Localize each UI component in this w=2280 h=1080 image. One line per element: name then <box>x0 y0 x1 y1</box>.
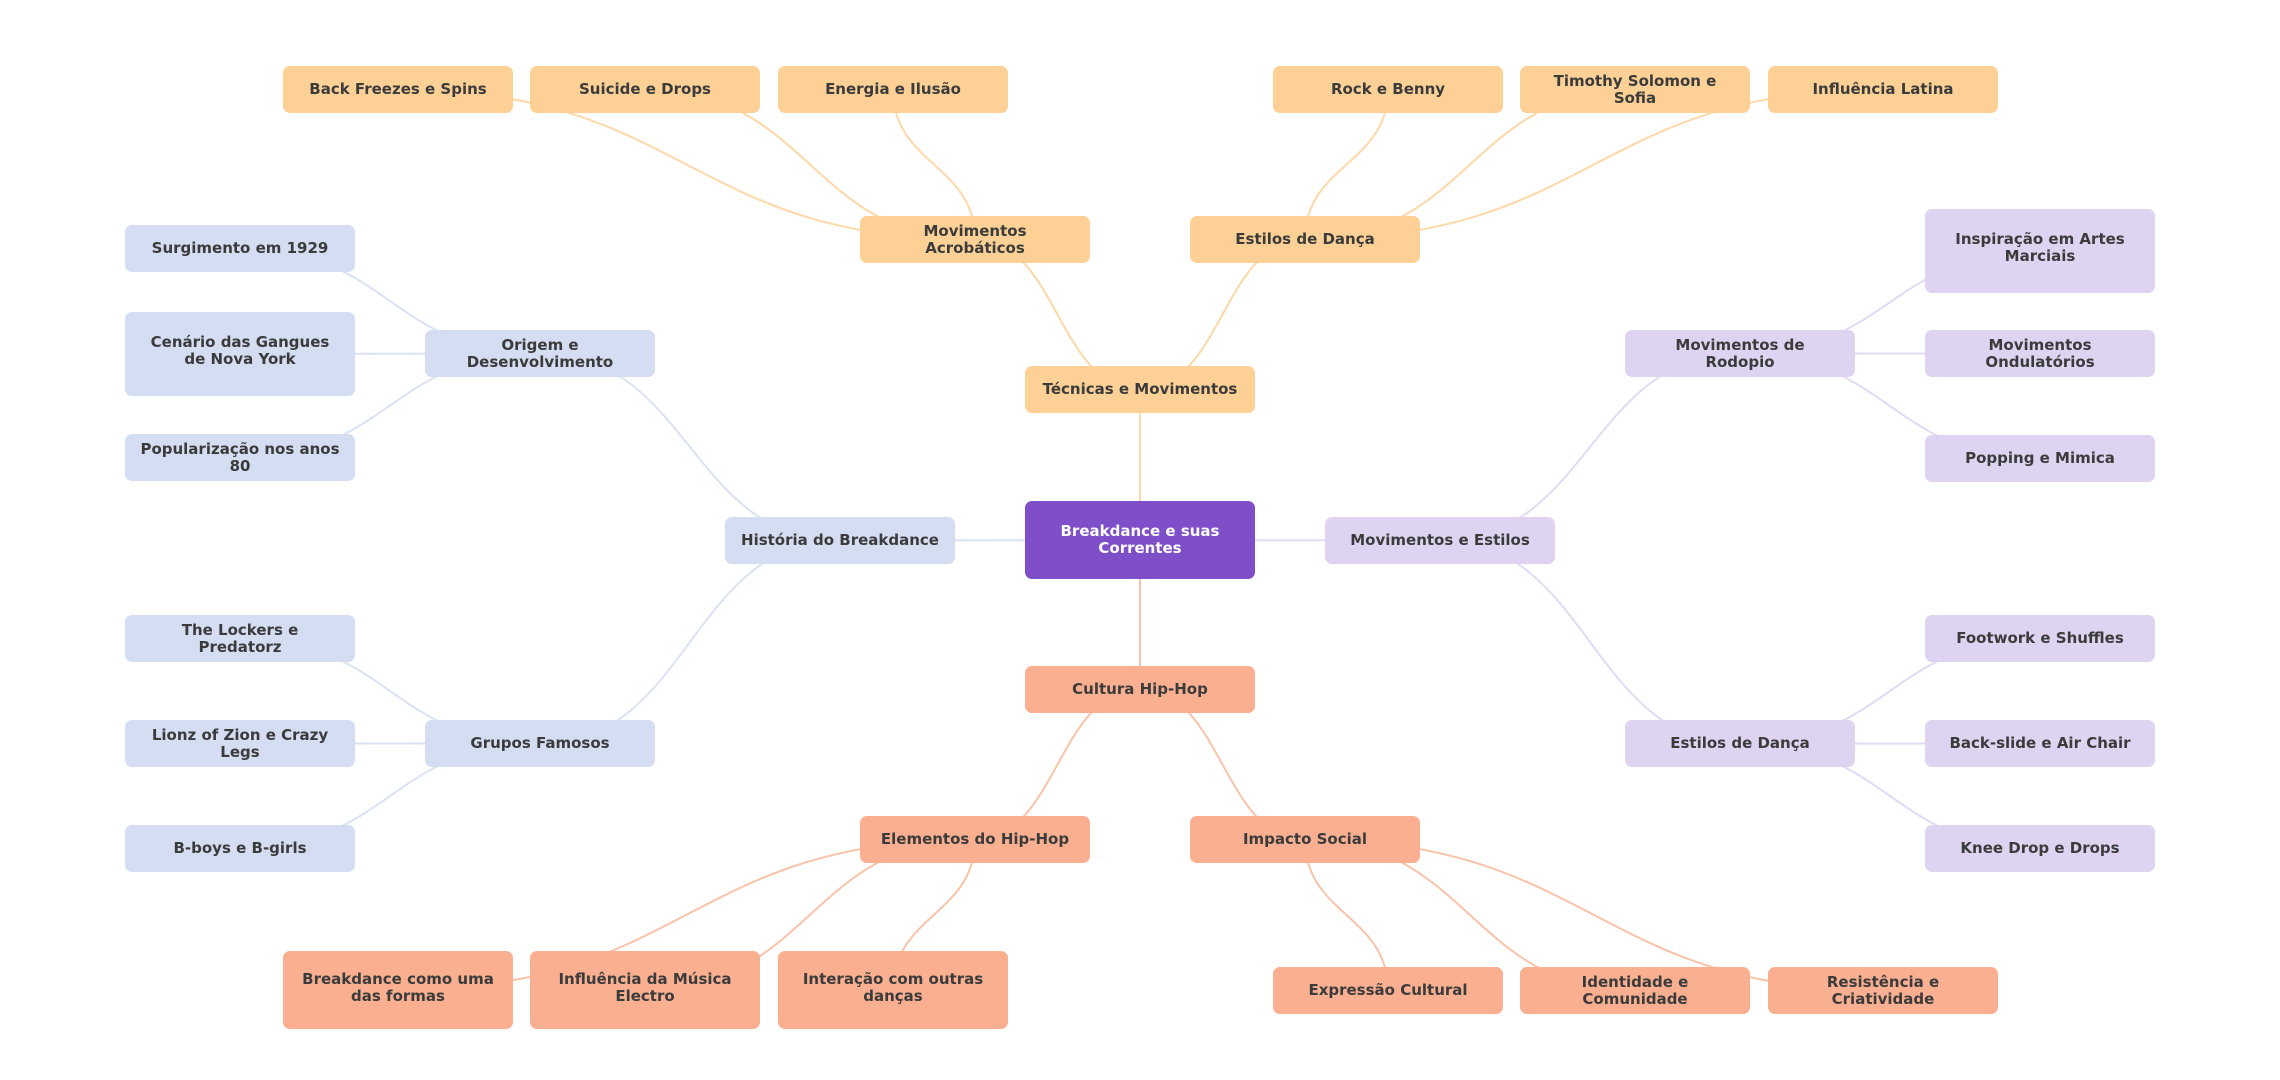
leaf-back-slide-e-air-chair[interactable]: Back-slide e Air Chair <box>1925 720 2155 767</box>
leaf-knee-drop-e-drops[interactable]: Knee Drop e Drops <box>1925 825 2155 872</box>
leaf-label: Breakdance como uma das formas <box>302 970 494 1005</box>
subtopic-grupos-famosos[interactable]: Grupos Famosos <box>425 720 655 767</box>
leaf-label: Cenário das Gangues de Nova York <box>150 333 330 368</box>
leaf-label: Resistência e Criatividade <box>1826 972 1940 1008</box>
leaf-surgimento-em-1929[interactable]: Surgimento em 1929 <box>125 225 355 272</box>
root-node-label: Breakdance e suas Correntes <box>1060 522 1220 557</box>
root-node[interactable]: Breakdance e suas Correntes <box>1025 501 1255 579</box>
leaf-timothy-solomon-e-sofia[interactable]: Timothy Solomon e Sofia <box>1520 66 1750 113</box>
leaf-suicide-e-drops[interactable]: Suicide e Drops <box>530 66 760 113</box>
leaf-label: Popularização nos anos 80 <box>140 439 340 475</box>
subtopic-origem-e-desenvolvimento[interactable]: Origem e Desenvolvimento <box>425 330 655 377</box>
topic-cultura-hip-hop[interactable]: Cultura Hip-Hop <box>1025 666 1255 713</box>
leaf-label: The Lockers e Predatorz <box>181 620 299 656</box>
leaf-label: Energia e Ilusão <box>825 80 961 98</box>
leaf-label: Lionz of Zion e Crazy Legs <box>151 725 329 761</box>
leaf-influencia-da-musica-electro[interactable]: Influência da Música Electro <box>530 951 760 1029</box>
edge-movestilos-estilosright <box>1439 539 1741 745</box>
edge-impacto-expressao <box>1304 839 1389 991</box>
edge-movestilos-rodopio <box>1439 352 1741 542</box>
leaf-label: Movimentos Ondulatórios <box>1985 335 2095 371</box>
leaf-identidade-e-comunidade[interactable]: Identidade e Comunidade <box>1520 967 1750 1014</box>
leaf-lionz-of-zion-e-crazy-legs[interactable]: Lionz of Zion e Crazy Legs <box>125 720 355 767</box>
leaf-label: Footwork e Shuffles <box>1956 629 2124 647</box>
subtopic-label: Estilos de Dança <box>1235 230 1375 248</box>
subtopic-movimentos-de-rodopio[interactable]: Movimentos de Rodopio <box>1625 330 1855 377</box>
leaf-label: Knee Drop e Drops <box>1960 839 2120 857</box>
topic-label: História do Breakdance <box>741 531 939 549</box>
leaf-breakdance-como-uma-das-formas[interactable]: Breakdance como uma das formas <box>283 951 513 1029</box>
leaf-b-boys-e-b-girls[interactable]: B-boys e B-girls <box>125 825 355 872</box>
leaf-label: Popping e Mimica <box>1965 449 2115 467</box>
leaf-the-lockers-e-predatorz[interactable]: The Lockers e Predatorz <box>125 615 355 662</box>
subtopic-movimentos-acrobaticos[interactable]: Movimentos Acrobáticos <box>860 216 1090 263</box>
leaf-movimentos-ondulatorios[interactable]: Movimentos Ondulatórios <box>1925 330 2155 377</box>
leaf-label: Interação com outras danças <box>802 970 984 1005</box>
edge-historia-grupos <box>539 539 841 745</box>
subtopic-impacto-social[interactable]: Impacto Social <box>1190 816 1420 863</box>
leaf-influencia-latina[interactable]: Influência Latina <box>1768 66 1998 113</box>
leaf-label: Surgimento em 1929 <box>151 239 329 257</box>
leaf-label: Suicide e Drops <box>578 80 711 98</box>
leaf-expressao-cultural[interactable]: Expressão Cultural <box>1273 967 1503 1014</box>
leaf-label: Identidade e Comunidade <box>1581 972 1689 1008</box>
subtopic-label: Impacto Social <box>1242 830 1368 848</box>
leaf-rock-e-benny[interactable]: Rock e Benny <box>1273 66 1503 113</box>
subtopic-label: Grupos Famosos <box>470 734 610 752</box>
topic-historia-do-breakdance[interactable]: História do Breakdance <box>725 517 955 564</box>
topic-label: Movimentos e Estilos <box>1350 531 1530 549</box>
leaf-footwork-e-shuffles[interactable]: Footwork e Shuffles <box>1925 615 2155 662</box>
subtopic-estilos-de-danca-right[interactable]: Estilos de Dança <box>1625 720 1855 767</box>
subtopic-estilos-de-danca-top[interactable]: Estilos de Dança <box>1190 216 1420 263</box>
subtopic-label: Origem e Desenvolvimento <box>466 335 614 371</box>
leaf-inspiracao-em-artes-marciais[interactable]: Inspiração em Artes Marciais <box>1925 209 2155 293</box>
edge-estilostop-rock <box>1304 89 1389 240</box>
leaf-label: Timothy Solomon e Sofia <box>1553 71 1717 107</box>
leaf-resistencia-e-criatividade[interactable]: Resistência e Criatividade <box>1768 967 1998 1014</box>
leaf-label: Influência Latina <box>1812 80 1954 98</box>
subtopic-elementos-do-hip-hop[interactable]: Elementos do Hip-Hop <box>860 816 1090 863</box>
edge-acrobaticos-energia <box>892 89 976 240</box>
subtopic-label: Elementos do Hip-Hop <box>880 830 1070 848</box>
leaf-energia-e-ilusao[interactable]: Energia e Ilusão <box>778 66 1008 113</box>
leaf-cenario-das-gangues[interactable]: Cenário das Gangues de Nova York <box>125 312 355 396</box>
leaf-back-freezes-e-spins[interactable]: Back Freezes e Spins <box>283 66 513 113</box>
leaf-label: Back Freezes e Spins <box>309 80 487 98</box>
leaf-popping-e-mimica[interactable]: Popping e Mimica <box>1925 435 2155 482</box>
leaf-popularizacao-anos-80[interactable]: Popularização nos anos 80 <box>125 434 355 481</box>
leaf-label: Rock e Benny <box>1330 80 1446 98</box>
leaf-label: Influência da Música Electro <box>558 970 732 1005</box>
topic-tecnicas-e-movimentos[interactable]: Técnicas e Movimentos <box>1025 366 1255 413</box>
subtopic-label: Movimentos Acrobáticos <box>923 221 1027 257</box>
topic-label: Cultura Hip-Hop <box>1072 680 1208 698</box>
leaf-label: Inspiração em Artes Marciais <box>1955 230 2125 265</box>
leaf-label: Back-slide e Air Chair <box>1949 734 2131 752</box>
subtopic-label: Estilos de Dança <box>1670 734 1810 752</box>
leaf-label: Expressão Cultural <box>1308 981 1468 999</box>
leaf-label: B-boys e B-girls <box>173 839 307 857</box>
leaf-interacao-com-outras-dancas[interactable]: Interação com outras danças <box>778 951 1008 1029</box>
subtopic-label: Movimentos de Rodopio <box>1675 335 1805 371</box>
topic-label: Técnicas e Movimentos <box>1042 380 1238 398</box>
edge-historia-origem <box>539 352 841 542</box>
topic-movimentos-e-estilos[interactable]: Movimentos e Estilos <box>1325 517 1555 564</box>
